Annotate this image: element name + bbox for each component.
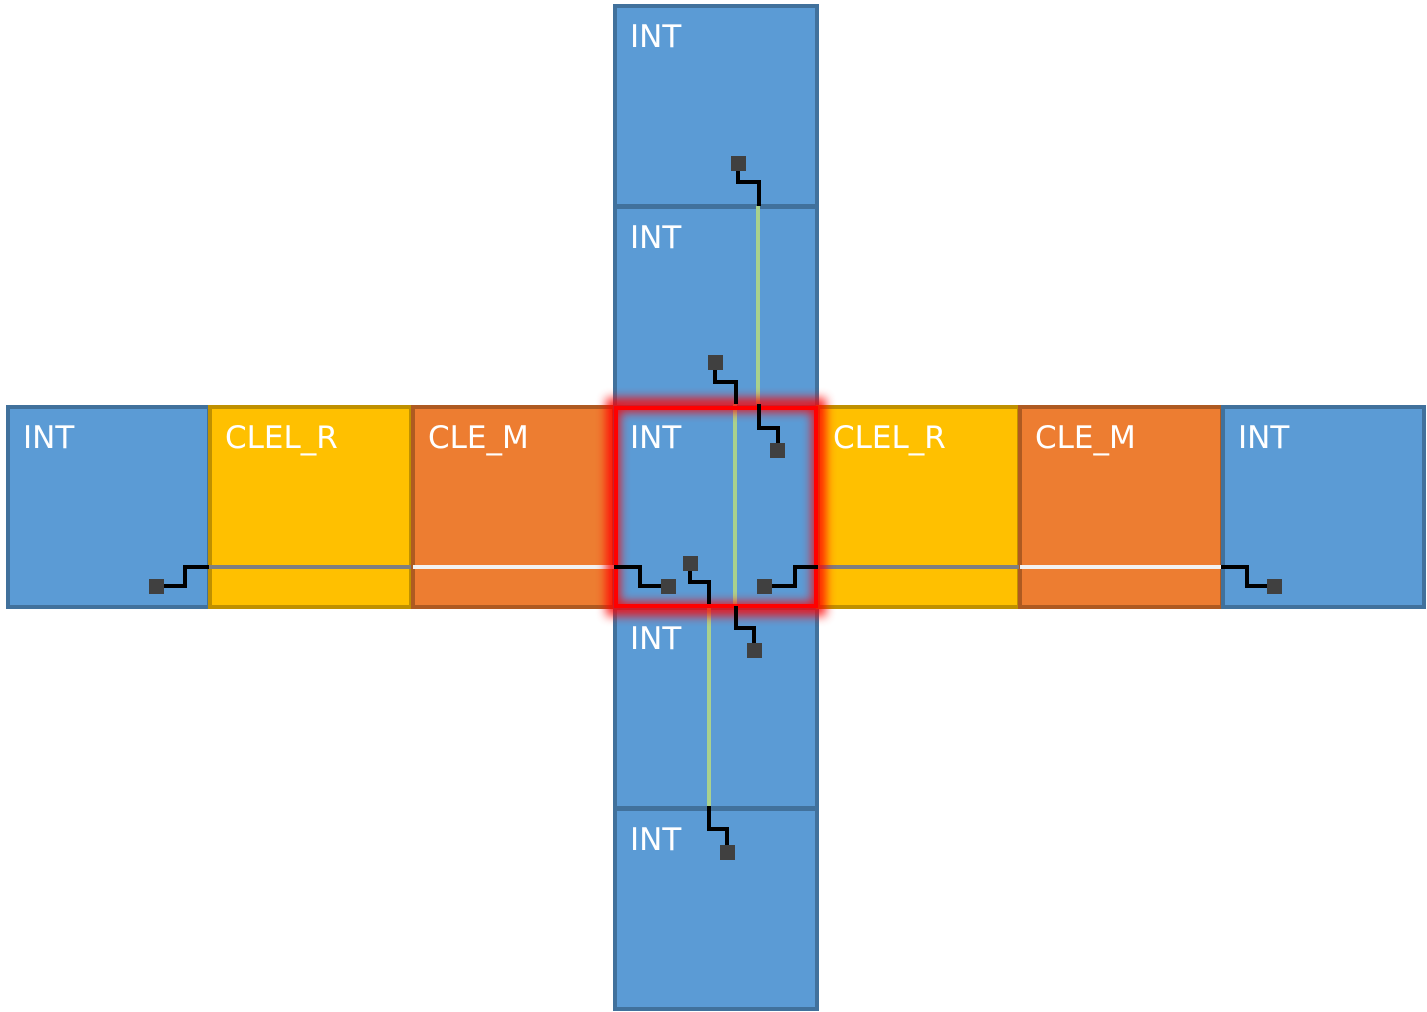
pin-center-right — [757, 579, 772, 594]
tile-label: INT — [630, 220, 682, 256]
tile-label: CLE_M — [428, 420, 529, 456]
tile-left-int: INT — [6, 405, 211, 609]
pin-center-top — [770, 443, 785, 458]
tile-label: INT — [630, 420, 682, 456]
pin-center-mid — [683, 556, 698, 571]
tile-left-cle-m: CLE_M — [411, 405, 616, 609]
stub-top-center — [713, 362, 738, 404]
tile-label: CLEL_R — [833, 420, 946, 456]
stubs — [156, 163, 1274, 852]
tile-label: INT — [1238, 420, 1290, 456]
tile-left-clel-r: CLEL_R — [208, 405, 413, 609]
tile-label: CLEL_R — [225, 420, 338, 456]
stub-center-right — [764, 565, 818, 588]
stub-bottom — [707, 806, 729, 852]
tile-label: INT — [630, 19, 682, 55]
tile-label: INT — [630, 822, 682, 858]
pin-bottom-center — [747, 643, 762, 658]
tile-center-int: INT — [613, 405, 819, 609]
pin-center-left — [661, 579, 676, 594]
stub-center-left — [614, 565, 668, 588]
pin-right — [1267, 579, 1282, 594]
pin-top — [731, 156, 746, 171]
pin-bottom — [720, 845, 735, 860]
stub-bottom-center — [734, 606, 756, 650]
stub-left — [156, 565, 209, 588]
pin-left — [149, 579, 164, 594]
stub-right — [1221, 565, 1274, 588]
vertical-wires — [707, 206, 760, 806]
pins — [149, 156, 1282, 860]
tile-bottom-inner: INT — [613, 606, 819, 810]
tile-right-clel-r: CLEL_R — [816, 405, 1021, 609]
pin-top-center — [708, 355, 723, 370]
stub-center-mid — [688, 563, 711, 604]
tile-top-outer: INT — [613, 4, 819, 208]
stub-center-top — [757, 404, 780, 450]
stub-top — [736, 163, 761, 206]
tile-bottom-outer: INT — [613, 807, 819, 1011]
tile-right-int: INT — [1221, 405, 1426, 609]
tile-label: INT — [23, 420, 75, 456]
tile-label: INT — [630, 621, 682, 657]
highlight-frame — [606, 398, 826, 616]
tile-right-cle-m: CLE_M — [1018, 405, 1224, 609]
tile-label: CLE_M — [1035, 420, 1136, 456]
